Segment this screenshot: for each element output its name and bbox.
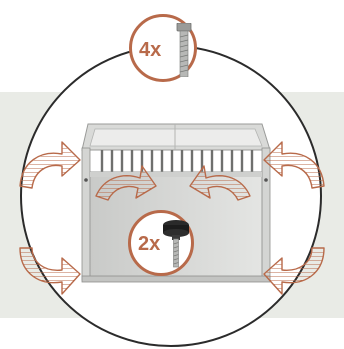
screw-quantity-badge: 4x: [129, 14, 197, 82]
screw-icon: [176, 23, 192, 77]
knob-screw-icon: [161, 219, 191, 269]
knob-quantity-badge: 2x: [128, 210, 194, 276]
knob-quantity-label: 2x: [138, 233, 160, 256]
screw-quantity-label: 4x: [139, 39, 161, 62]
